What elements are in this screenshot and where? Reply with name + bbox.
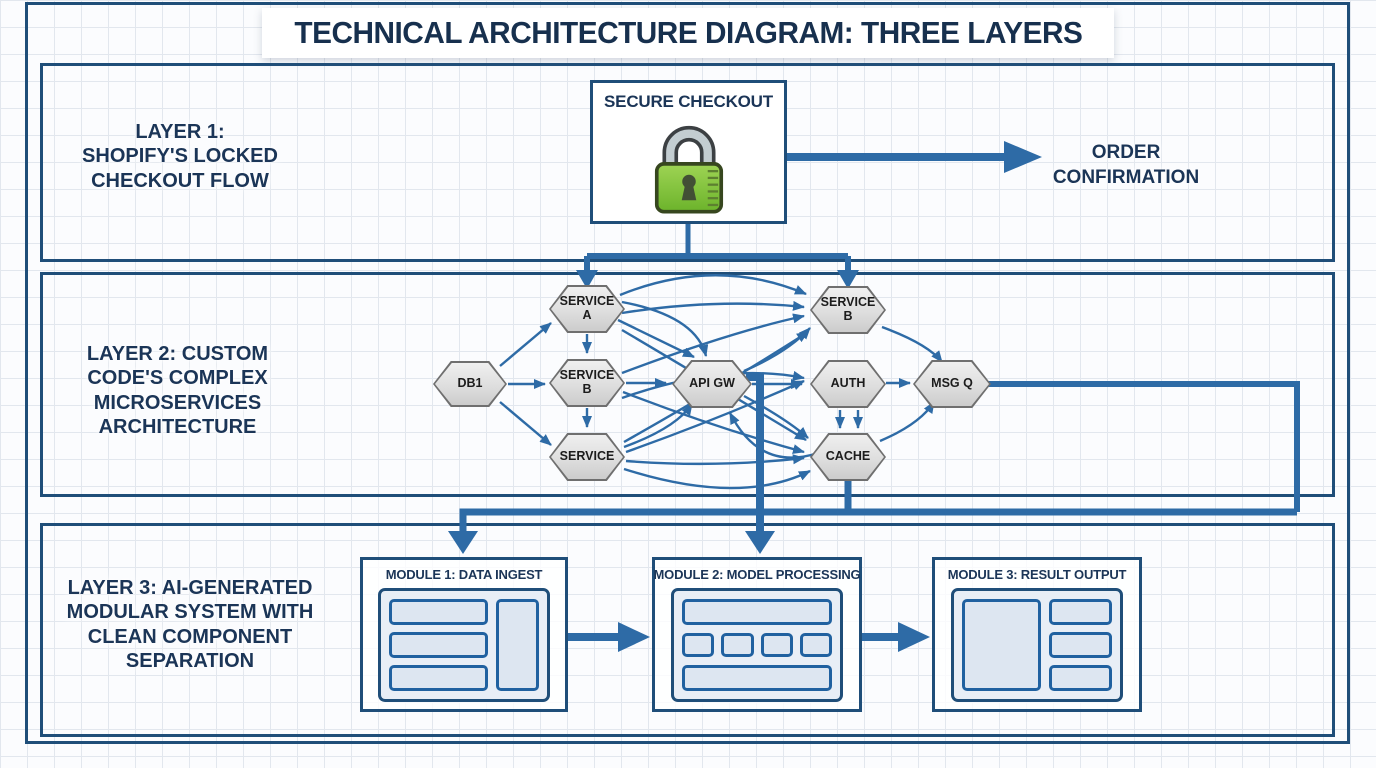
wireframe-row bbox=[1048, 632, 1112, 658]
node-cache: CACHE bbox=[810, 433, 886, 481]
node-service: SERVICE bbox=[549, 433, 625, 481]
node-api-gw-label: API GW bbox=[674, 362, 750, 406]
module-3-title: MODULE 3: RESULT OUTPUT bbox=[947, 567, 1127, 582]
wireframe-cell bbox=[721, 633, 754, 657]
secure-checkout-title: SECURE CHECKOUT bbox=[604, 92, 773, 111]
node-service-b-right: SERVICE B bbox=[810, 286, 886, 334]
node-service-b-left: SERVICE B bbox=[549, 359, 625, 407]
module-3-wireframe bbox=[951, 588, 1123, 702]
padlock-icon bbox=[654, 125, 723, 214]
node-service-a-label: SERVICE A bbox=[551, 287, 623, 331]
module-2-wireframe bbox=[671, 588, 843, 702]
wireframe-row bbox=[1048, 665, 1112, 691]
page-title: TECHNICAL ARCHITECTURE DIAGRAM: THREE LA… bbox=[294, 15, 1082, 50]
title-band: TECHNICAL ARCHITECTURE DIAGRAM: THREE LA… bbox=[262, 8, 1114, 58]
layer1-box bbox=[40, 63, 1335, 262]
wireframe-column bbox=[962, 599, 1041, 691]
node-db1-label: DB1 bbox=[435, 363, 505, 405]
module-1-box: MODULE 1: DATA INGEST bbox=[360, 557, 568, 712]
outer-frame bbox=[25, 2, 1350, 744]
node-service-a: SERVICE A bbox=[549, 285, 625, 333]
node-auth: AUTH bbox=[810, 360, 886, 408]
module-3-box: MODULE 3: RESULT OUTPUT bbox=[932, 557, 1142, 712]
layer2-label: LAYER 2: CUSTOM CODE'S COMPLEX MICROSERV… bbox=[86, 343, 269, 439]
module-1-title: MODULE 1: DATA INGEST bbox=[385, 567, 543, 582]
wireframe-row bbox=[682, 665, 832, 691]
wireframe-cell bbox=[682, 633, 715, 657]
node-msg-q-label: MSG Q bbox=[915, 362, 989, 406]
wireframe-column bbox=[495, 599, 539, 691]
layer3-label: LAYER 3: AI-GENERATED MODULAR SYSTEM WIT… bbox=[66, 577, 314, 673]
wireframe-row bbox=[682, 599, 832, 625]
wireframe-row bbox=[389, 665, 488, 691]
order-confirmation-label: ORDER CONFIRMATION bbox=[1052, 142, 1200, 188]
module-2-title: MODULE 2: MODEL PROCESSING bbox=[653, 567, 861, 582]
wireframe-cell bbox=[760, 633, 793, 657]
module-1-wireframe bbox=[378, 588, 550, 702]
node-db1: DB1 bbox=[433, 361, 507, 407]
node-service-b-left-label: SERVICE B bbox=[551, 361, 623, 405]
module-2-box: MODULE 2: MODEL PROCESSING bbox=[652, 557, 862, 712]
secure-checkout-box: SECURE CHECKOUT bbox=[590, 80, 787, 224]
wireframe-row bbox=[389, 632, 488, 658]
wireframe-row bbox=[389, 599, 488, 625]
wireframe-row bbox=[1048, 599, 1112, 625]
layer2-box bbox=[40, 272, 1335, 497]
layer1-label: LAYER 1: SHOPIFY'S LOCKED CHECKOUT FLOW bbox=[82, 121, 278, 192]
node-cache-label: CACHE bbox=[812, 435, 884, 479]
node-api-gw: API GW bbox=[672, 360, 752, 408]
node-msg-q: MSG Q bbox=[913, 360, 991, 408]
node-auth-label: AUTH bbox=[812, 362, 884, 406]
wireframe-cell bbox=[799, 633, 832, 657]
node-service-label: SERVICE bbox=[551, 435, 623, 479]
node-service-b-right-label: SERVICE B bbox=[812, 288, 884, 332]
